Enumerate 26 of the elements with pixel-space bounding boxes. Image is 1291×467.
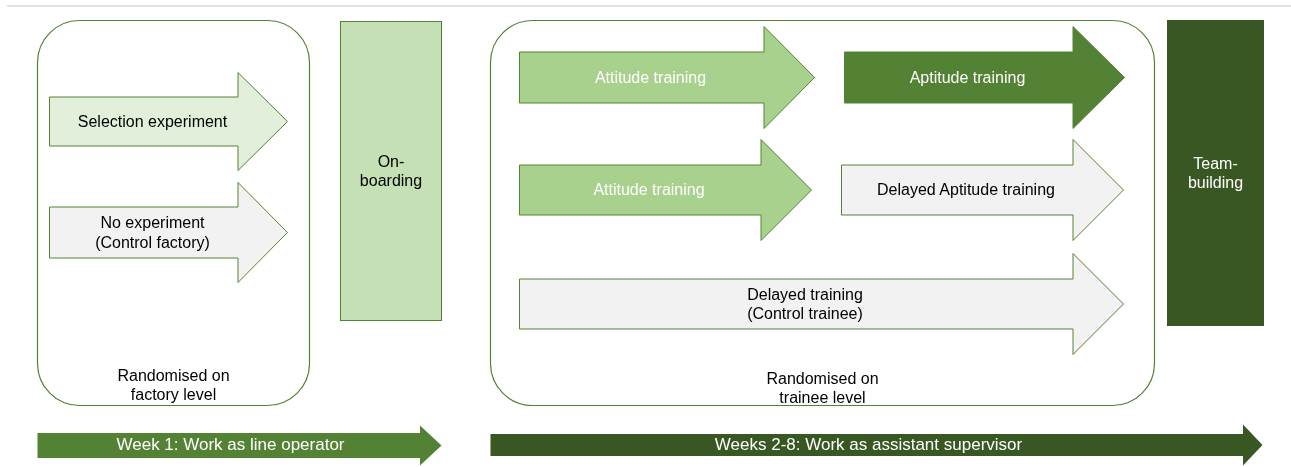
pointed-banner bbox=[49, 72, 288, 171]
banner-label: Attitude training bbox=[593, 180, 705, 200]
banner-label: Aptitude training bbox=[909, 67, 1026, 88]
pointed-banner bbox=[841, 139, 1124, 241]
phase-label: On-boarding bbox=[358, 151, 424, 191]
banner-label: Delayed Aptitude training bbox=[877, 180, 1055, 200]
group-frame bbox=[37, 20, 310, 406]
pointed-banner bbox=[844, 26, 1125, 129]
pointed-banner bbox=[519, 253, 1124, 355]
banner-label: Selection experiment bbox=[77, 111, 228, 132]
pointed-banner bbox=[490, 424, 1263, 466]
pointed-banner bbox=[49, 182, 288, 283]
pointed-banner bbox=[37, 425, 442, 466]
banner-label: Delayed training (Control trainee) bbox=[746, 284, 864, 324]
group-frame bbox=[490, 20, 1155, 406]
phase-label: Team-building bbox=[1186, 153, 1245, 193]
pointed-banner bbox=[519, 139, 812, 241]
banner-label: Week 1: Work as line operator bbox=[116, 435, 345, 456]
banner-label: Weeks 2-8: Work as assistant supervisor bbox=[714, 434, 1023, 456]
phase-bar bbox=[1167, 20, 1264, 326]
group-label: Randomised on factory level bbox=[116, 365, 231, 405]
group-label: Randomised on trainee level bbox=[765, 368, 880, 408]
phase-bar bbox=[340, 21, 442, 321]
banner-label: No experiment (Control factory) bbox=[94, 213, 211, 252]
pointed-banner bbox=[519, 26, 815, 129]
banner-label: Attitude training bbox=[594, 67, 707, 88]
